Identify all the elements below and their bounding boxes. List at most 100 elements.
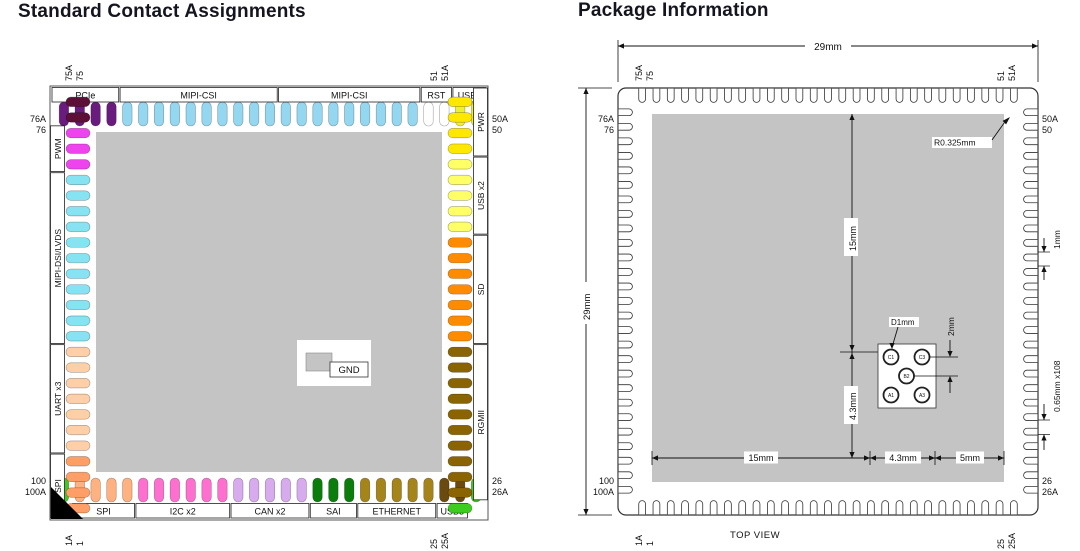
pin	[169, 477, 180, 503]
corner-pin-label: 76A	[598, 114, 614, 124]
pin	[65, 409, 91, 420]
corner-pin-label: 26A	[1042, 487, 1058, 497]
castellation	[1023, 398, 1038, 407]
label-bg	[805, 39, 851, 53]
pin	[138, 477, 149, 503]
pin	[447, 128, 473, 139]
label-bg	[579, 282, 593, 324]
pin	[201, 477, 212, 503]
pin	[90, 477, 101, 503]
pin	[65, 268, 91, 279]
pin	[447, 362, 473, 373]
arrowhead	[849, 353, 855, 359]
castellation	[838, 88, 847, 103]
castellation	[618, 427, 633, 436]
castellation	[867, 500, 875, 515]
castellation	[681, 88, 689, 103]
castellation	[618, 137, 633, 146]
castellation	[1023, 108, 1038, 117]
pin	[233, 101, 244, 127]
overall-width-label: 29mm	[814, 42, 842, 53]
hole-diameter-label: D1mm	[891, 318, 915, 327]
pin-group-label: I2C x2	[170, 506, 196, 516]
castellation	[618, 224, 633, 233]
castellation	[881, 88, 889, 103]
leader-line	[991, 122, 1005, 141]
castellation	[995, 500, 1004, 515]
corner-pin-label: 26	[1042, 476, 1052, 486]
pin1-marker	[51, 487, 83, 519]
castellation	[752, 500, 761, 515]
castellation	[638, 88, 646, 103]
pin-group-label-box	[50, 172, 65, 344]
pin-group-label: SAI	[326, 506, 341, 516]
overall-height-label: 29mm	[582, 294, 593, 320]
pin	[65, 159, 91, 170]
corner-pin-label: 100	[31, 476, 46, 486]
castellation	[852, 88, 861, 103]
castellation	[1010, 500, 1018, 515]
castellation	[824, 88, 832, 103]
castellation	[652, 88, 661, 103]
castellation	[938, 500, 947, 515]
pin	[217, 101, 228, 127]
castellation	[618, 485, 633, 494]
detail-circle-label: B2	[903, 374, 909, 380]
corner-radius-label: R0.325mm	[934, 138, 976, 148]
castellation	[924, 88, 932, 103]
pin	[233, 477, 244, 503]
pin	[391, 101, 402, 127]
pin	[65, 346, 91, 357]
pin	[264, 477, 276, 503]
pin-group-label: SD	[476, 283, 486, 295]
castellation	[618, 122, 633, 131]
package-information-title: Package Information	[578, 0, 769, 21]
pin	[106, 477, 117, 503]
arrowhead	[870, 455, 876, 461]
detail-circle	[882, 348, 900, 366]
castellation	[1023, 122, 1038, 131]
castellation	[618, 326, 633, 334]
vertical-lower-label: 4.3mm	[848, 392, 858, 420]
pin	[217, 477, 228, 503]
pin	[447, 143, 473, 154]
arrowhead	[1002, 117, 1010, 125]
pin	[65, 315, 91, 326]
castellation	[895, 500, 904, 515]
label-bg	[744, 451, 778, 464]
pin	[447, 206, 473, 217]
castellation	[1023, 195, 1038, 204]
legend-label: GND	[338, 365, 359, 376]
castellation	[724, 500, 732, 515]
pin-group-label-box	[50, 125, 65, 172]
detail-circle-label: A3	[919, 393, 925, 399]
pin	[447, 378, 473, 389]
pin-group-label: ETHERNET	[373, 506, 422, 516]
castellation	[924, 500, 932, 515]
castellation	[1023, 311, 1038, 320]
pin	[447, 393, 473, 404]
pin	[65, 440, 91, 451]
pin	[328, 477, 339, 503]
castellation	[618, 384, 633, 392]
pin	[65, 424, 91, 436]
detail-circle	[882, 386, 900, 404]
castellation	[981, 500, 990, 515]
castellation	[618, 210, 633, 218]
castellation	[618, 311, 633, 320]
pin-group-label-box	[278, 87, 421, 103]
castellation	[795, 500, 804, 515]
pin	[439, 477, 450, 503]
arrowhead	[947, 351, 953, 357]
pin	[328, 101, 339, 127]
pin	[138, 101, 149, 127]
pin	[65, 253, 91, 264]
castellation	[867, 88, 875, 103]
pin	[344, 101, 355, 127]
pin	[447, 487, 473, 498]
bottom-left-dim-label: 15mm	[748, 453, 773, 463]
castellation	[952, 500, 961, 515]
